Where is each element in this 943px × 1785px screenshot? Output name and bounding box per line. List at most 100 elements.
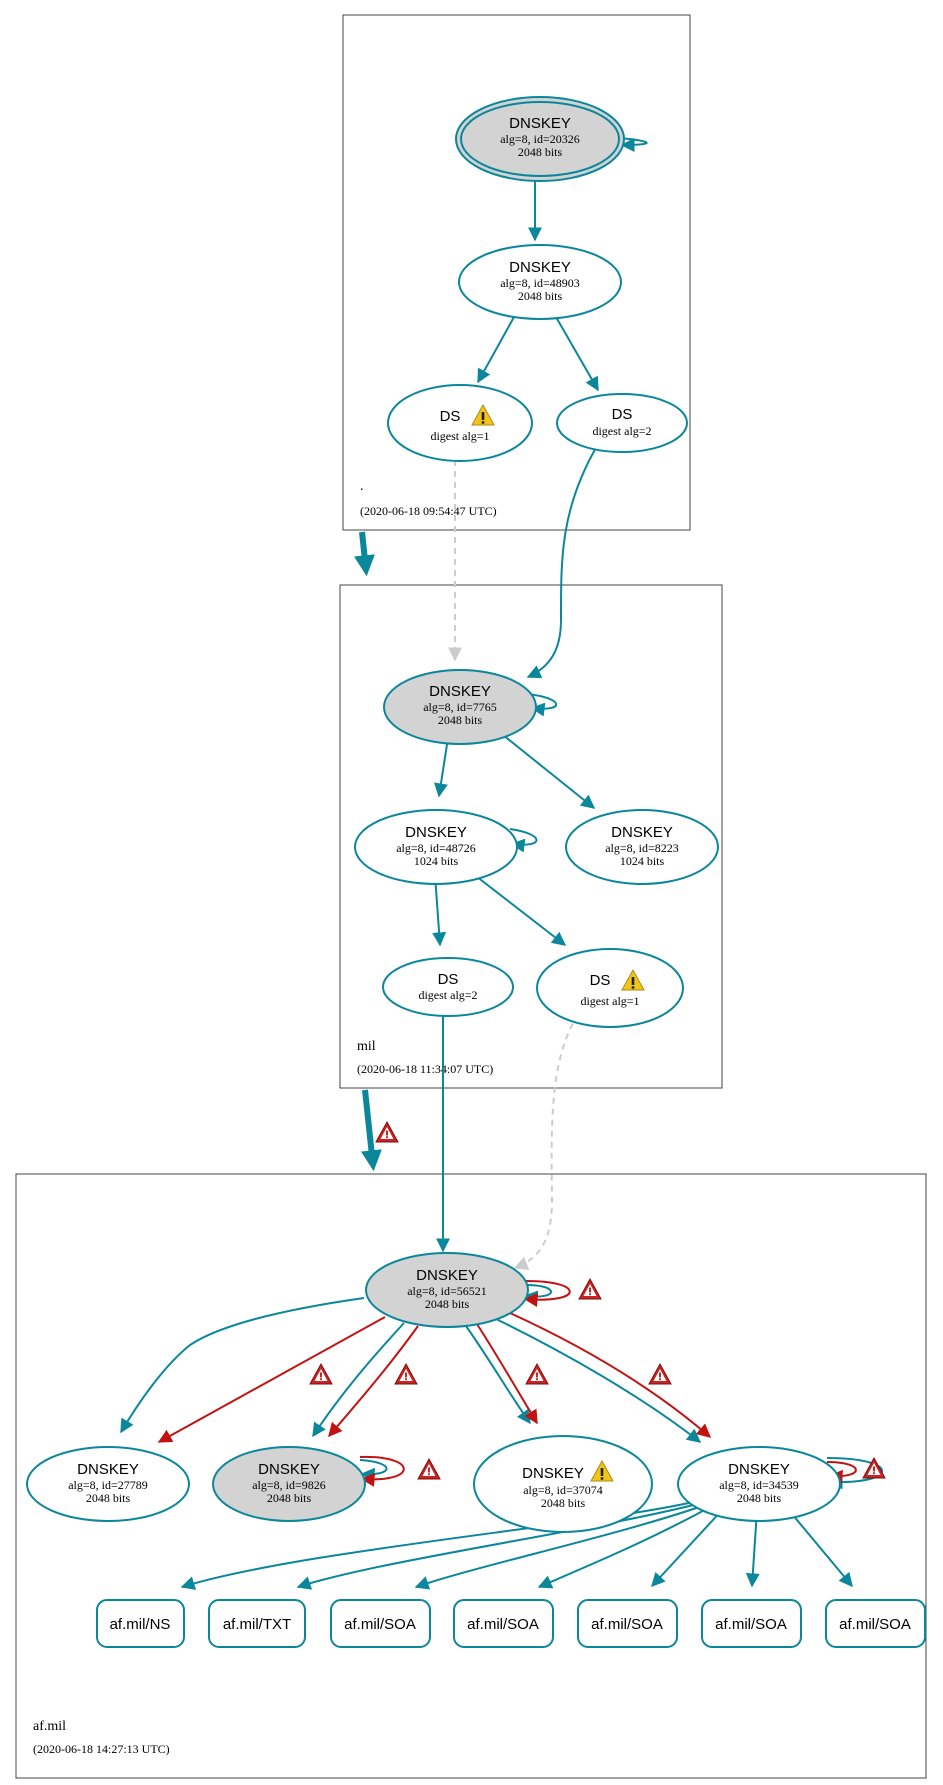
- dnskey-node-id: alg=8, id=56521: [407, 1284, 487, 1298]
- rrset-label: af.mil/TXT: [223, 1616, 291, 1633]
- zone-root-timestamp: (2020-06-18 09:54:47 UTC): [360, 504, 497, 518]
- signs-edge: [434, 737, 449, 798]
- rrset-label: af.mil/NS: [110, 1616, 171, 1633]
- dnskey-node-37074[interactable]: DNSKEY alg=8, id=37074 2048 bits: [473, 1435, 653, 1533]
- dnskey-node-bits: 2048 bits: [541, 1496, 586, 1510]
- digest-edge: [555, 316, 599, 392]
- signs-edge: [491, 1316, 702, 1443]
- ds-node-title: DS: [590, 972, 611, 989]
- rrset-node-soa[interactable]: af.mil/SOA: [453, 1599, 554, 1648]
- signs-edge: [120, 1297, 365, 1434]
- signs-edge: [465, 1325, 531, 1425]
- dnskey-node-title: DNSKEY: [611, 824, 673, 841]
- dnskey-node-id: alg=8, id=7765: [423, 700, 497, 714]
- dnskey-node-bits: 2048 bits: [737, 1491, 782, 1505]
- dnskey-node-bits: 2048 bits: [267, 1491, 312, 1505]
- dnskey-node-bits: 2048 bits: [518, 145, 563, 159]
- dnskey-node-20326[interactable]: DNSKEY alg=8, id=20326 2048 bits: [455, 96, 625, 182]
- rrset-node-ns[interactable]: af.mil/NS: [96, 1599, 185, 1648]
- ds-link-edge: [513, 1013, 579, 1270]
- rrset-node-soa[interactable]: af.mil/SOA: [330, 1599, 431, 1648]
- ds-node-digest: digest alg=2: [418, 988, 477, 1002]
- rrset-label: af.mil/SOA: [344, 1616, 416, 1633]
- rrset-label: af.mil/SOA: [591, 1616, 663, 1633]
- rrsig-edge: [180, 1499, 703, 1590]
- dnskey-node-bits: 1024 bits: [414, 854, 459, 868]
- dnskey-node-id: alg=8, id=34539: [719, 1478, 799, 1492]
- rrset-label: af.mil/SOA: [715, 1616, 787, 1633]
- bogus-signs-edge: [476, 1323, 538, 1425]
- error-icon: [375, 1121, 399, 1143]
- dnskey-node-title: DNSKEY: [77, 1461, 139, 1478]
- dnskey-node-id: alg=8, id=9826: [252, 1478, 326, 1492]
- rrsig-edge: [537, 1505, 713, 1589]
- rrset-node-soa[interactable]: af.mil/SOA: [701, 1599, 802, 1648]
- dnskey-node-title: DNSKEY: [522, 1465, 584, 1482]
- rrsig-edge: [786, 1507, 853, 1588]
- signs-edge: [497, 730, 596, 809]
- ds-node-title: DS: [612, 406, 633, 423]
- dnskey-node-27789[interactable]: DNSKEY alg=8, id=27789 2048 bits: [26, 1446, 190, 1522]
- dnskey-node-7765[interactable]: DNSKEY alg=8, id=7765 2048 bits: [383, 669, 537, 745]
- digest-edge: [471, 872, 567, 946]
- zone-mil-timestamp: (2020-06-18 11:34:07 UTC): [357, 1062, 493, 1076]
- dnskey-node-id: alg=8, id=8223: [605, 841, 679, 855]
- ds-node-title: DS: [438, 971, 459, 988]
- self-sig-edge: [509, 828, 538, 853]
- dnskey-node-bits: 1024 bits: [620, 854, 665, 868]
- digest-edge: [477, 316, 515, 384]
- zone-mil-name: mil: [357, 1039, 376, 1054]
- bogus-self-sig-edge: [826, 1461, 857, 1484]
- dnskey-node-34539[interactable]: DNSKEY alg=8, id=34539 2048 bits: [677, 1446, 841, 1522]
- zone-afmil-name: af.mil: [33, 1719, 66, 1734]
- rrset-label: af.mil/SOA: [467, 1616, 539, 1633]
- bogus-signs-edge: [328, 1325, 419, 1438]
- rrset-node-soa[interactable]: af.mil/SOA: [577, 1599, 678, 1648]
- dnskey-node-title: DNSKEY: [405, 824, 467, 841]
- dnskey-node-bits: 2048 bits: [425, 1297, 470, 1311]
- dnskey-node-id: alg=8, id=48726: [396, 841, 476, 855]
- dnskey-node-8223[interactable]: DNSKEY alg=8, id=8223 1024 bits: [565, 809, 719, 885]
- delegation-mil-to-afmil: [361, 1089, 382, 1172]
- dnskey-node-9826[interactable]: DNSKEY alg=8, id=9826 2048 bits: [212, 1446, 366, 1522]
- ds-node-digest: digest alg=1: [580, 994, 639, 1008]
- dnskey-node-title: DNSKEY: [728, 1461, 790, 1478]
- self-sig-edge: [526, 693, 558, 717]
- rrset-label: af.mil/SOA: [839, 1616, 911, 1633]
- bogus-self-sig-edge: [522, 1279, 571, 1308]
- bogus-signs-edge: [509, 1312, 712, 1438]
- ds-node-digest-2[interactable]: DS digest alg=2: [556, 393, 688, 453]
- rrsig-edge: [414, 1503, 709, 1590]
- ds-node-digest-2[interactable]: DS digest alg=2: [382, 957, 514, 1017]
- ds-link-edge: [526, 445, 598, 679]
- ds-node-digest: digest alg=1: [430, 429, 489, 443]
- bogus-signs-edge: [157, 1316, 386, 1443]
- signs-edge: [312, 1322, 405, 1438]
- dnskey-node-title: DNSKEY: [258, 1461, 320, 1478]
- dnskey-node-id: alg=8, id=27789: [68, 1478, 148, 1492]
- rrsig-edge: [296, 1501, 706, 1590]
- dnskey-node-48726[interactable]: DNSKEY alg=8, id=48726 1024 bits: [354, 809, 518, 885]
- zone-afmil-timestamp: (2020-06-18 14:27:13 UTC): [33, 1742, 170, 1756]
- ds-node-digest-1[interactable]: DS digest alg=1: [536, 948, 684, 1028]
- ds-node-digest: digest alg=2: [592, 424, 651, 438]
- digest-edge: [432, 874, 447, 947]
- dnskey-node-id: alg=8, id=48903: [500, 276, 580, 290]
- dnskey-node-title: DNSKEY: [509, 259, 571, 276]
- dnskey-node-48903[interactable]: DNSKEY alg=8, id=48903 2048 bits: [458, 244, 622, 320]
- zone-root-name: .: [360, 479, 364, 494]
- dnskey-node-56521[interactable]: DNSKEY alg=8, id=56521 2048 bits: [365, 1252, 529, 1328]
- dnskey-node-title: DNSKEY: [429, 683, 491, 700]
- dnskey-node-id: alg=8, id=37074: [523, 1483, 603, 1497]
- dnskey-node-bits: 2048 bits: [438, 713, 483, 727]
- self-sig-edge: [826, 1457, 884, 1490]
- delegation-root-to-mil: [354, 531, 375, 577]
- dnskey-node-bits: 2048 bits: [518, 289, 563, 303]
- dnskey-node-title: DNSKEY: [416, 1267, 478, 1284]
- dnskey-node-bits: 2048 bits: [86, 1491, 131, 1505]
- rrsig-edge: [745, 1509, 760, 1588]
- ds-node-digest-1[interactable]: DS digest alg=1: [387, 384, 533, 462]
- rrset-node-txt[interactable]: af.mil/TXT: [208, 1599, 306, 1648]
- rrset-node-soa[interactable]: af.mil/SOA: [825, 1599, 926, 1648]
